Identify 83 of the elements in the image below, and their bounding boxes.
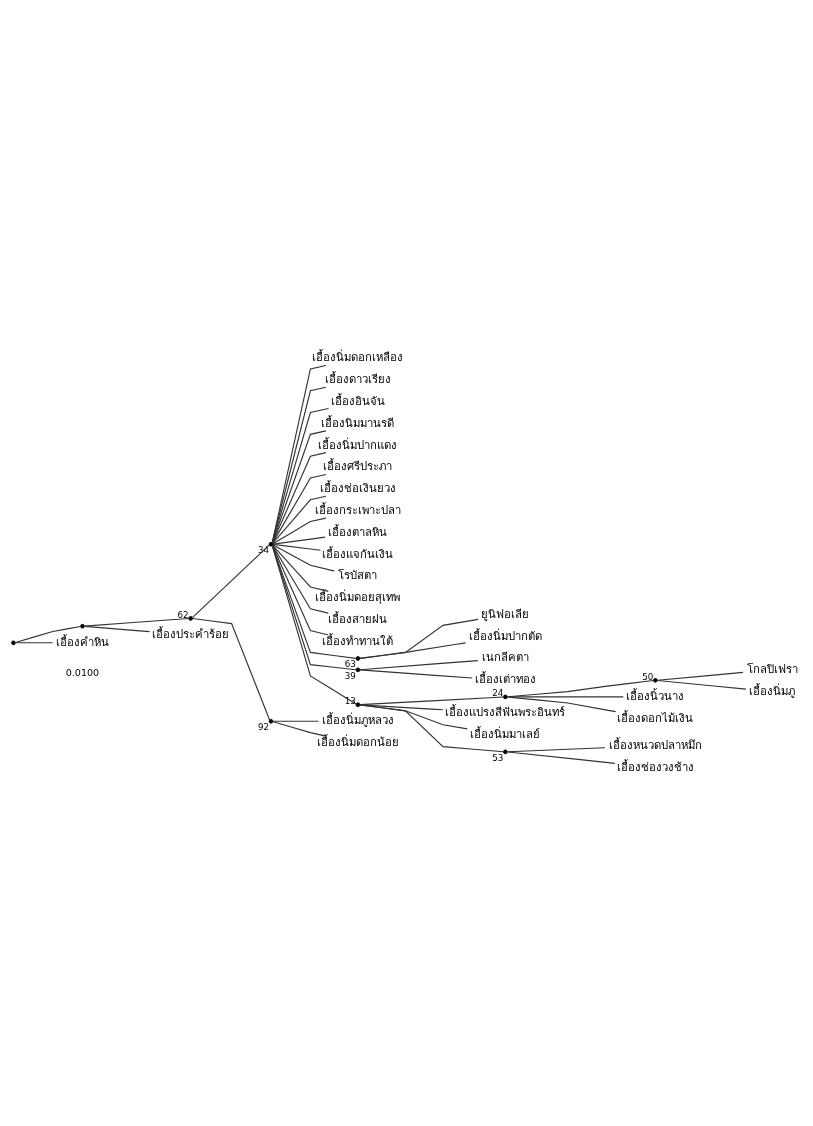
connector bbox=[656, 671, 744, 681]
connector bbox=[359, 704, 504, 753]
node-text: เอื้องคำหิน bbox=[55, 634, 109, 649]
node-text: เอื้องประคำร้อย bbox=[152, 626, 230, 641]
connector bbox=[359, 704, 468, 730]
connector bbox=[83, 617, 190, 627]
connector bbox=[359, 642, 467, 659]
node-text: เอื้องนิ่มดอกน้อย bbox=[316, 735, 399, 750]
node-text: เอื้องนิ้วนาง bbox=[626, 688, 685, 703]
node-label: 53 bbox=[492, 752, 504, 763]
node-point bbox=[268, 719, 274, 724]
node-label: 62 bbox=[177, 609, 189, 620]
connector bbox=[271, 452, 327, 544]
connector bbox=[271, 545, 357, 705]
node-text: เอื้องอินจัน bbox=[330, 394, 385, 409]
node-text: เอื้องช่อเงินยวง bbox=[319, 481, 396, 496]
node-text: เอื้องแปรงสีฟันพระอินทร์ bbox=[445, 705, 566, 720]
node-text: เอื้องนิ่มปากตัด bbox=[468, 628, 542, 643]
connector bbox=[192, 618, 271, 721]
connector bbox=[506, 747, 606, 753]
node-point bbox=[355, 656, 361, 661]
node-point bbox=[503, 749, 508, 755]
connector bbox=[359, 704, 444, 711]
connector bbox=[272, 517, 327, 545]
node-text: เอื้องหนวดปลาหมึก bbox=[608, 737, 702, 752]
node-label: 92 bbox=[257, 722, 270, 733]
connector bbox=[272, 545, 329, 636]
node-label: 24 bbox=[492, 688, 504, 699]
connector bbox=[272, 544, 329, 614]
node-text: เอื้องดอกไม้เงิน bbox=[617, 710, 694, 725]
node-text: เอื้องนิ่มดอกเหลือง bbox=[312, 350, 404, 365]
node-point bbox=[355, 667, 361, 673]
connector bbox=[271, 430, 327, 544]
connector bbox=[272, 544, 335, 572]
node-label: 50 bbox=[642, 671, 654, 682]
node-text: เอื้องทำทานใต้ bbox=[322, 633, 394, 648]
connector bbox=[14, 642, 54, 644]
node-point bbox=[188, 616, 193, 621]
connector bbox=[272, 544, 329, 592]
connector bbox=[272, 495, 327, 544]
node-text: โรบัสตา bbox=[338, 568, 378, 583]
connector bbox=[15, 625, 81, 643]
node-text: เอื้องนิ่มภูหลวง bbox=[321, 713, 394, 728]
node-text: เอื้องสายฝน bbox=[328, 612, 388, 627]
node-text: เอื้องดาวเรียง bbox=[324, 372, 391, 387]
connector bbox=[506, 696, 624, 698]
connector bbox=[191, 544, 270, 619]
node-point bbox=[653, 678, 658, 683]
node-text: เอื้องกระเพาะปลา bbox=[314, 503, 401, 518]
node-point bbox=[355, 702, 361, 708]
connector bbox=[272, 536, 326, 545]
connector bbox=[506, 679, 654, 698]
node-point bbox=[80, 623, 85, 629]
node-text: เอื้องนิ่มปากแดง bbox=[318, 437, 398, 452]
node-text: เอื้องตาลหิน bbox=[328, 524, 388, 539]
node-text: โกลปิเฟรา bbox=[746, 661, 798, 676]
connector bbox=[272, 721, 327, 737]
connector bbox=[359, 618, 479, 659]
node-point bbox=[503, 694, 508, 700]
connector bbox=[272, 720, 320, 722]
connector bbox=[506, 696, 617, 713]
node-point bbox=[268, 541, 274, 547]
connector bbox=[359, 669, 473, 679]
label: 0.0100 bbox=[65, 666, 100, 678]
node-text: เอื้องศรีประภา bbox=[323, 459, 393, 474]
node-text: เอื้องนิ่มดอยสุเทพ bbox=[315, 590, 401, 605]
node-text: เอื้องช่องวงช้าง bbox=[616, 759, 694, 774]
connector bbox=[656, 679, 747, 690]
node-text: ยูนิฟอเลีย bbox=[481, 606, 530, 621]
node-label: 63 bbox=[344, 659, 356, 670]
connector bbox=[272, 543, 321, 551]
node-text: เอื้องแจกันเงิน bbox=[322, 546, 394, 561]
connector bbox=[506, 751, 616, 764]
node-text: เอื้องนิ่มภู bbox=[749, 683, 796, 698]
node-text: เอื้องนิมมานรดี bbox=[321, 415, 395, 430]
connector bbox=[83, 625, 151, 633]
node-point bbox=[11, 640, 16, 646]
node-text: เอื้องนิ่มมาเลย์ bbox=[470, 727, 541, 742]
connector bbox=[272, 473, 327, 544]
node-text: เอื้องเต่าทอง bbox=[474, 672, 536, 687]
node-text: เนกลีคตา bbox=[481, 650, 529, 665]
connector bbox=[271, 407, 330, 544]
node-label: 39 bbox=[344, 670, 356, 681]
